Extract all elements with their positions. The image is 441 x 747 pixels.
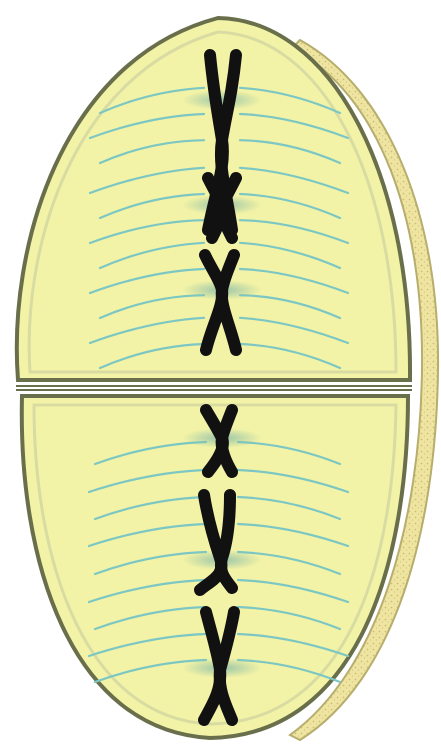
cell-plate	[16, 386, 412, 390]
